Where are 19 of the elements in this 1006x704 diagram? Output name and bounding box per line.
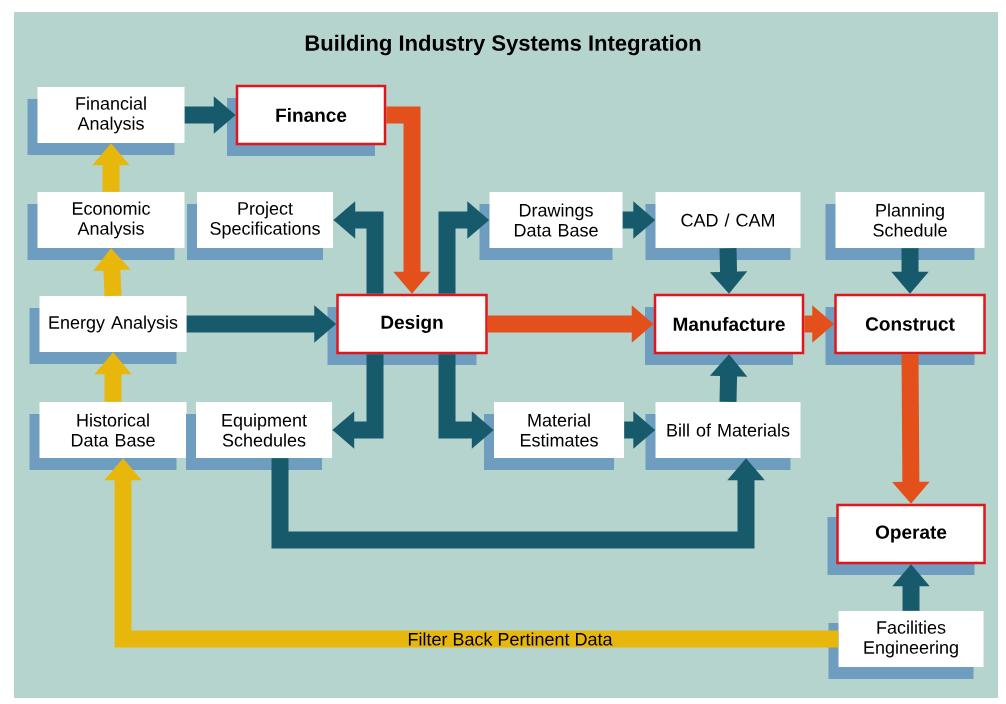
- process-box: Energy Analysis: [29, 296, 187, 364]
- process-box: Planning Schedule: [825, 192, 985, 260]
- process-box: Historical Data Base: [29, 402, 187, 470]
- stage-box: Finance: [227, 84, 387, 156]
- stage-box: Operate: [827, 503, 986, 575]
- stage-box: Manufacture: [645, 293, 805, 365]
- stage-box: Design: [327, 293, 488, 365]
- process-box: Drawings Data Base: [479, 192, 623, 260]
- title: Building Industry Systems Integration: [305, 34, 701, 56]
- stage-box: Construct: [825, 293, 986, 365]
- process-box: Facilities Engineering: [828, 611, 984, 679]
- process-box: Material Estimates: [484, 402, 624, 470]
- process-box: Project Specifications: [187, 192, 333, 260]
- process-box: Financial Analysis: [27, 87, 185, 155]
- edge-label: Filter Back Pertinent Data: [406, 631, 614, 647]
- process-box: Bill of Materials: [645, 402, 801, 470]
- process-box: Equipment Schedules: [186, 402, 332, 470]
- process-box: CAD / CAM: [645, 192, 801, 260]
- process-box: Economic Analysis: [27, 192, 185, 260]
